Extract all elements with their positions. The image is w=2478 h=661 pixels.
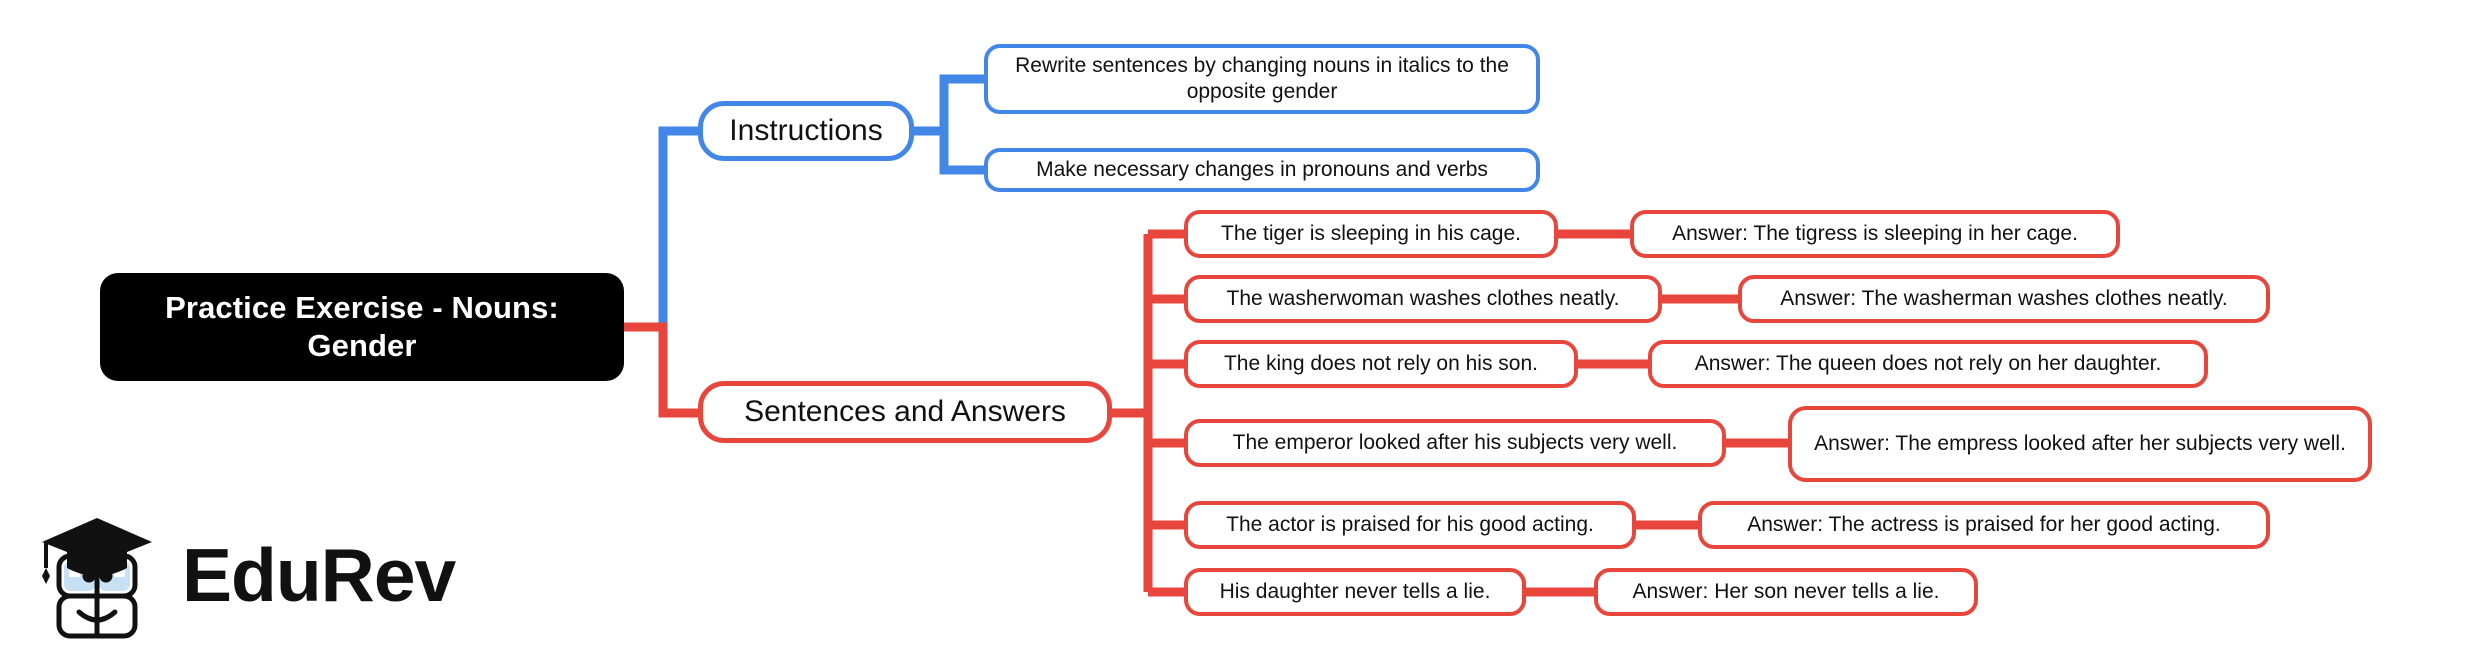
sentence-row-4-label: The emperor looked after his subjects ve…	[1232, 431, 1678, 455]
branch-node-instructions[interactable]: Instructions	[698, 101, 914, 161]
answer-row-3-label: Answer: The queen does not rely on her d…	[1694, 352, 2162, 376]
sentence-row-1-label: The tiger is sleeping in his cage.	[1221, 222, 1521, 246]
answer-row-6-label: Answer: Her son never tells a lie.	[1632, 580, 1940, 604]
sentence-row-3-label: The king does not rely on his son.	[1223, 352, 1538, 376]
answer-row-1-label: Answer: The tigress is sleeping in her c…	[1672, 222, 2078, 246]
answer-row-2[interactable]: Answer: The washerman washes clothes nea…	[1738, 275, 2270, 323]
edge-instructions-to-child-1	[912, 74, 986, 136]
branch-node-sentences-and-answers-label: Sentences and Answers	[744, 394, 1066, 428]
answer-row-3[interactable]: Answer: The queen does not rely on her d…	[1648, 340, 2208, 388]
answer-row-1[interactable]: Answer: The tigress is sleeping in her c…	[1630, 210, 2120, 258]
sentence-row-2[interactable]: The washerwoman washes clothes neatly.	[1184, 275, 1662, 323]
branch-node-instructions-label: Instructions	[729, 113, 883, 147]
sentence-row-6[interactable]: His daughter never tells a lie.	[1184, 568, 1526, 616]
sentence-row-4[interactable]: The emperor looked after his subjects ve…	[1184, 419, 1726, 467]
sentence-row-2-label: The washerwoman washes clothes neatly.	[1226, 287, 1620, 311]
instructions-item-1[interactable]: Rewrite sentences by changing nouns in i…	[984, 44, 1540, 114]
instructions-item-1-label: Rewrite sentences by changing nouns in i…	[1015, 54, 1509, 103]
graduation-cap-book-mascot-icon	[42, 517, 152, 638]
instructions-item-2[interactable]: Make necessary changes in pronouns and v…	[984, 148, 1540, 192]
root-node[interactable]: Practice Exercise - Nouns: Gender	[100, 273, 624, 381]
answer-row-5-label: Answer: The actress is praised for her g…	[1747, 513, 2221, 537]
root-node-label: Practice Exercise - Nouns: Gender	[165, 290, 559, 363]
answer-row-6[interactable]: Answer: Her son never tells a lie.	[1594, 568, 1978, 616]
edurev-logo: EduRev	[34, 508, 474, 643]
answer-row-4[interactable]: Answer: The empress looked after her sub…	[1788, 406, 2372, 482]
sentence-row-6-label: His daughter never tells a lie.	[1219, 580, 1491, 604]
branch-node-sentences-and-answers[interactable]: Sentences and Answers	[698, 381, 1112, 443]
sentence-row-5[interactable]: The actor is praised for his good acting…	[1184, 501, 1636, 549]
sentence-row-3[interactable]: The king does not rely on his son.	[1184, 340, 1578, 388]
answer-row-4-label: Answer: The empress looked after her sub…	[1814, 432, 2346, 456]
sentence-row-5-label: The actor is praised for his good acting…	[1226, 513, 1594, 537]
answer-row-5[interactable]: Answer: The actress is praised for her g…	[1698, 501, 2270, 549]
edge-instructions-to-child-2	[912, 126, 986, 175]
answer-row-2-label: Answer: The washerman washes clothes nea…	[1780, 287, 2228, 311]
edge-root-to-instructions	[624, 126, 700, 332]
edge-root-to-sentences	[624, 322, 700, 418]
sentence-row-1[interactable]: The tiger is sleeping in his cage.	[1184, 210, 1558, 258]
instructions-item-2-label: Make necessary changes in pronouns and v…	[1036, 158, 1488, 182]
edurev-wordmark: EduRev	[182, 533, 456, 617]
